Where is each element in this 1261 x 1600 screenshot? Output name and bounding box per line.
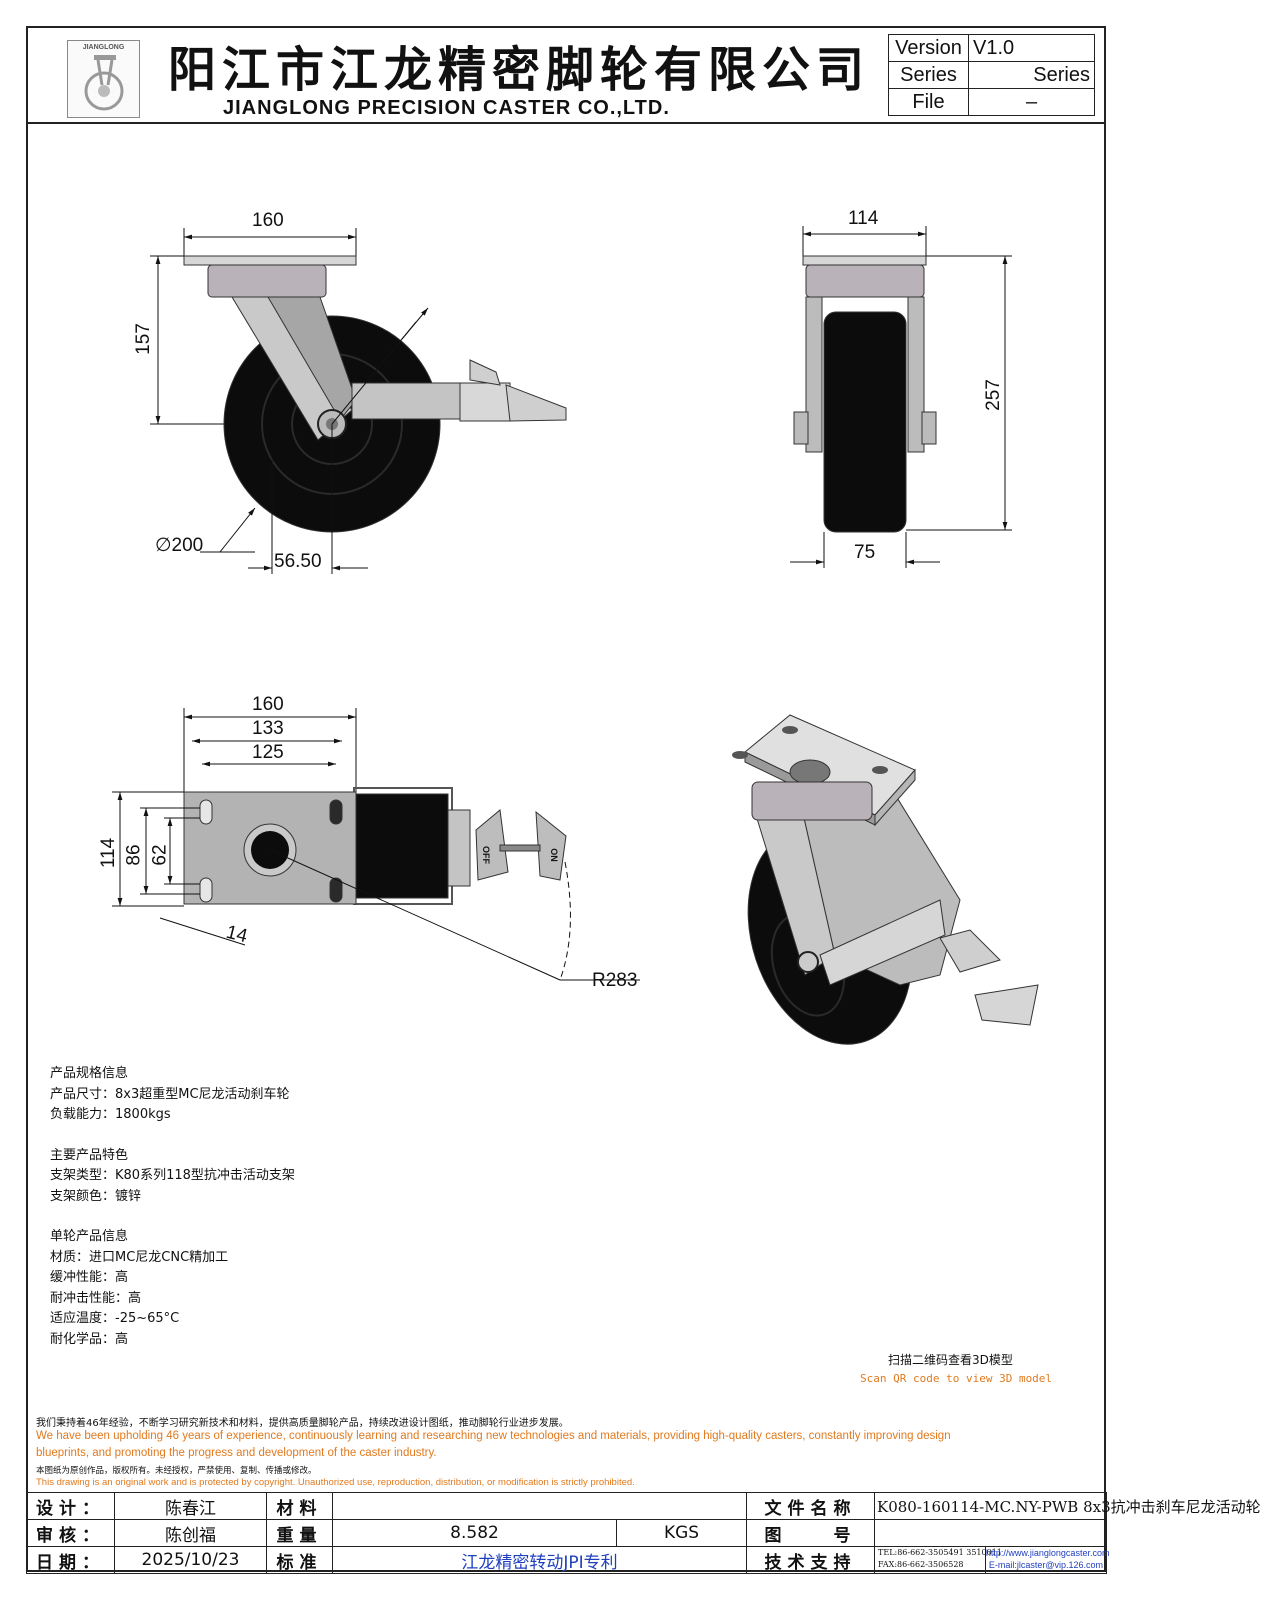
spec-load: 负载能力：1800kgs xyxy=(50,1107,171,1122)
dim-front-top-width: 114 xyxy=(848,208,879,229)
fax-text: FAX:86-662-3506528 xyxy=(878,1560,964,1569)
spec-temperature: 适应温度：-25~65°C xyxy=(50,1311,180,1326)
reviewer-value: 陈创福 xyxy=(114,1519,267,1547)
title-row: 设计： 陈春江 材料 文件名称 K080-160114-MC.NY-PWB 8x… xyxy=(26,1492,1261,1520)
email-link[interactable]: E-mail:jlcaster@vip.126.com xyxy=(988,1560,1104,1570)
weight-label: 重量 xyxy=(266,1519,333,1547)
title-block: 设计： 陈春江 材料 文件名称 K080-160114-MC.NY-PWB 8x… xyxy=(26,1492,1261,1574)
qr-caption-cn: 扫描二维码查看3D模型 xyxy=(888,1353,1013,1367)
header-divider xyxy=(26,122,1106,124)
dim-wheel-width: 75 xyxy=(854,542,876,563)
notice-en-line2: blueprints, and promoting the progress a… xyxy=(36,1447,437,1459)
drawing-number-label: 图 号 xyxy=(746,1519,876,1547)
pedal-on-label: ON xyxy=(548,848,559,862)
title-row: 审核： 陈创福 重量 8.582 KGS 图 号 xyxy=(26,1519,1108,1547)
revision-table: Version V1.0 Series Series File – xyxy=(888,34,1095,116)
spec-section-title: 产品规格信息 xyxy=(50,1066,129,1081)
technical-drawing xyxy=(112,226,1039,1045)
side-view xyxy=(150,228,567,574)
filename-label: 文件名称 xyxy=(746,1492,876,1520)
website-link[interactable]: http://www.jianglongcaster.com xyxy=(985,1548,1110,1558)
standard-label: 标准 xyxy=(266,1546,333,1574)
caster-logo-icon xyxy=(84,55,124,111)
dim-plate-125: 125 xyxy=(252,742,284,763)
meta-key: Version xyxy=(888,34,969,62)
spec-material: 材质：进口MC尼龙CNC精加工 xyxy=(50,1249,229,1265)
filename-value: K080-160114-MC.NY-PWB 8x3抗冲击刹车尼龙活动轮 xyxy=(874,1492,1261,1520)
drawing-number-value xyxy=(874,1519,1108,1547)
spec-cushion: 缓冲性能：高 xyxy=(50,1270,129,1285)
dim-plate-86: 86 xyxy=(123,844,145,866)
date-value: 2025/10/23 xyxy=(114,1546,267,1574)
contact-cell: TEL:86-662-3505491 3510011 FAX:86-662-35… xyxy=(874,1546,1110,1574)
spec-size: 产品尺寸：8x3超重型MC尼龙活动刹车轮 xyxy=(50,1086,290,1102)
date-label: 日期： xyxy=(26,1546,115,1574)
company-name-cn: 阳江市江龙精密脚轮有限公司 xyxy=(168,42,871,98)
spec-section-title: 主要产品特色 xyxy=(50,1147,129,1163)
revision-row: Version V1.0 xyxy=(888,34,1095,62)
dim-front-height: 257 xyxy=(982,379,1004,411)
dim-swivel-offset: 56.50 xyxy=(274,551,322,572)
design-label: 设计： xyxy=(26,1492,115,1520)
support-label: 技术支持 xyxy=(746,1546,876,1574)
dim-swivel-radius: R283 xyxy=(592,970,638,991)
copyright-en: This drawing is an original work and is … xyxy=(36,1477,635,1488)
qr-caption-en: Scan QR code to view 3D model xyxy=(860,1372,1053,1385)
copyright-cn: 本图纸为原创作品，版权所有。未经授权，严禁使用、复制、传播或修改。 xyxy=(36,1466,317,1476)
weight-value: 8.582 xyxy=(332,1519,617,1547)
series-row: Series Series xyxy=(888,61,1095,89)
review-label: 审核： xyxy=(26,1519,115,1547)
logo-text: JIANGLONG xyxy=(82,44,125,51)
meta-value: Series xyxy=(968,61,1095,89)
dim-side-height: 157 xyxy=(132,323,154,355)
spec-section-title: 单轮产品信息 xyxy=(50,1229,129,1244)
weight-unit: KGS xyxy=(615,1519,748,1547)
spec-bracket-type: 支架类型：K80系列118型抗冲击活动支架 xyxy=(50,1168,295,1183)
dim-plate-62: 62 xyxy=(149,844,171,866)
company-name-en: JIANGLONG PRECISION CASTER CO.,LTD. xyxy=(223,97,670,119)
tel-text: TEL:86-662-3505491 3510011 xyxy=(878,1548,1002,1557)
product-specs: 产品规格信息 产品尺寸：8x3超重型MC尼龙活动刹车轮 负载能力：1800kgs… xyxy=(50,1064,295,1350)
material-label: 材料 xyxy=(266,1492,333,1520)
pedal-off-label: OFF xyxy=(481,846,491,864)
isometric-view xyxy=(732,714,1039,1045)
file-row: File – xyxy=(888,88,1095,116)
dim-plate-133: 133 xyxy=(252,718,284,739)
top-view xyxy=(112,708,640,981)
designer-value: 陈春江 xyxy=(114,1492,267,1520)
spec-chemical: 耐化学品：高 xyxy=(50,1331,129,1347)
front-view xyxy=(790,226,1012,568)
title-row: 日期： 2025/10/23 标准 江龙精密转动JPI专利 技术支持 TEL:8… xyxy=(26,1546,1110,1574)
dim-plate-114: 114 xyxy=(98,837,120,869)
dim-side-top-width: 160 xyxy=(252,210,284,231)
notice-cn: 我们秉持着46年经验，不断学习研究新技术和材料，提供高质量脚轮产品，持续改进设计… xyxy=(36,1418,569,1429)
material-value xyxy=(331,1492,748,1520)
notice-en-line1: We have been upholding 46 years of exper… xyxy=(36,1430,951,1442)
spec-impact: 耐冲击性能：高 xyxy=(50,1290,142,1306)
company-logo: JIANGLONG xyxy=(67,40,140,118)
dim-wheel-diameter: ∅200 xyxy=(155,535,204,556)
meta-value: – xyxy=(968,88,1095,116)
standard-value: 江龙精密转动JPI专利 xyxy=(331,1546,748,1574)
dim-plate-160: 160 xyxy=(252,694,284,715)
spec-bracket-color: 支架颜色：镀锌 xyxy=(50,1188,142,1204)
